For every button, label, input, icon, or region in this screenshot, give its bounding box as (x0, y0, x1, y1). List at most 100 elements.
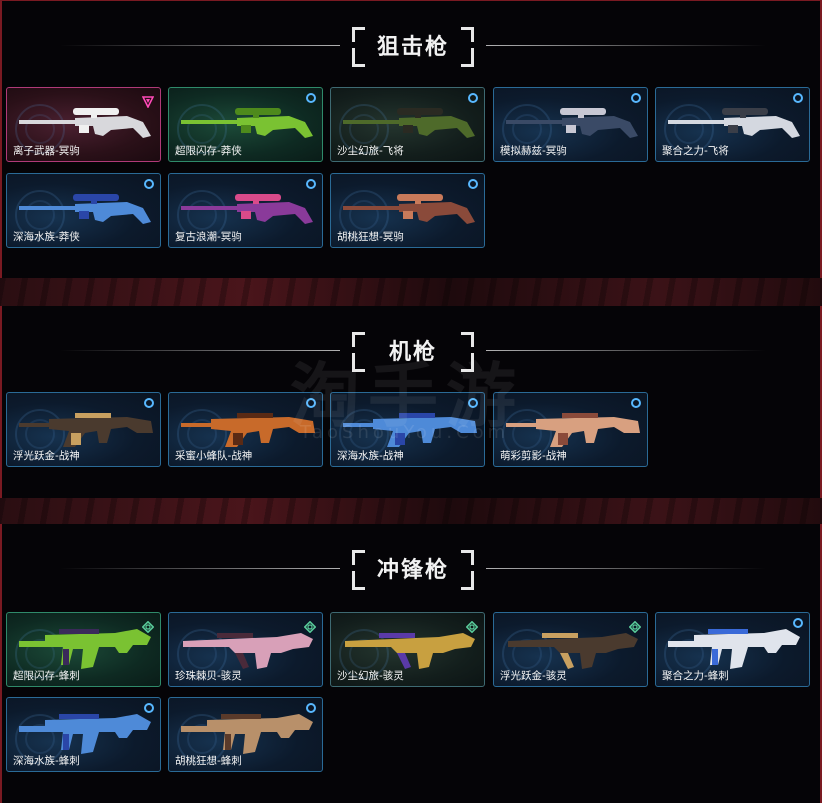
weapon-sniper-icon (668, 108, 800, 138)
circle-badge-icon (144, 179, 154, 189)
weapon-skin-name: 胡桃狂想-冥驹 (337, 231, 404, 243)
circle-badge-icon (793, 618, 803, 628)
weapon-smg2-icon (508, 633, 638, 669)
swirl-decoration-icon (177, 104, 227, 154)
weapon-skin-name: 离子武器-冥驹 (13, 145, 80, 157)
weapon-skin-card[interactable]: 聚合之力-飞将 (655, 87, 810, 162)
weapon-skin-card[interactable]: 采蜜小蜂队-战神 (168, 392, 323, 467)
circle-badge-icon (631, 398, 641, 408)
bracket-left-icon (351, 27, 365, 67)
weapon-skin-card[interactable]: 深海水族-蜂刺 (6, 697, 161, 772)
weapon-skin-card[interactable]: 萌彩剪影-战神 (493, 392, 648, 467)
weapon-sniper-icon (19, 108, 151, 138)
weapon-skin-card[interactable]: 胡桃狂想-蜂刺 (168, 697, 323, 772)
weapon-skin-name: 萌彩剪影-战神 (500, 450, 567, 462)
circle-badge-icon (144, 398, 154, 408)
weapon-skin-name: 复古浪潮-冥驹 (175, 231, 242, 243)
swirl-decoration-icon (177, 190, 227, 240)
weapon-skin-card[interactable]: 聚合之力-蜂刺 (655, 612, 810, 687)
circle-badge-icon (306, 398, 316, 408)
circle-badge-icon (306, 93, 316, 103)
bracket-right-icon (461, 332, 475, 372)
circle-badge-icon (468, 93, 478, 103)
weapon-sniper-icon (506, 108, 638, 138)
swirl-decoration-icon (502, 629, 552, 679)
weapon-mg-icon (181, 413, 315, 447)
weapon-smg2-icon (183, 633, 313, 669)
bracket-right-icon (461, 550, 475, 590)
weapon-skin-card[interactable]: 浮光跃金-骇灵 (493, 612, 648, 687)
weapon-mg-icon (506, 413, 640, 447)
section-title: 狙击枪 (376, 34, 449, 60)
weapon-skin-name: 深海水族-莽侠 (13, 231, 80, 243)
weapon-sniper-icon (181, 108, 313, 138)
circle-badge-icon (306, 179, 316, 189)
circle-badge-icon (306, 703, 316, 713)
circle-badge-icon (144, 703, 154, 713)
circle-badge-icon (793, 93, 803, 103)
section-title: 机枪 (388, 339, 437, 365)
weapon-skin-card[interactable]: 离子武器-冥驹 (6, 87, 161, 162)
weapon-skin-name: 模拟赫兹-冥驹 (500, 145, 567, 157)
section-header: 冲锋枪 (2, 548, 822, 590)
circle-badge-icon (468, 179, 478, 189)
weapon-skin-card[interactable]: 模拟赫兹-冥驹 (493, 87, 648, 162)
bracket-left-icon (351, 550, 365, 590)
circle-badge-icon (631, 93, 641, 103)
weapon-skin-name: 聚合之力-蜂刺 (662, 670, 729, 682)
weapon-skin-name: 深海水族-蜂刺 (13, 755, 80, 767)
weapon-sniper-icon (343, 108, 475, 138)
swirl-decoration-icon (15, 104, 65, 154)
weapon-skin-name: 采蜜小蜂队-战神 (175, 450, 253, 462)
weapon-skin-name: 深海水族-战神 (337, 450, 404, 462)
weapon-mg-icon (343, 413, 477, 447)
weapon-skin-name: 珍珠棘贝-骇灵 (175, 670, 242, 682)
weapon-skin-card[interactable]: 深海水族-战神 (330, 392, 485, 467)
weapon-smg-icon (19, 629, 151, 669)
bracket-left-icon (351, 332, 365, 372)
weapon-skin-card[interactable]: 沙尘幻旅-骇灵 (330, 612, 485, 687)
swirl-decoration-icon (502, 409, 552, 459)
diamond-badge-icon (628, 618, 642, 634)
swirl-decoration-icon (339, 190, 389, 240)
weapon-smg-icon (181, 714, 313, 754)
swirl-decoration-icon (339, 104, 389, 154)
weapon-skin-card[interactable]: 浮光跃金-战神 (6, 392, 161, 467)
swirl-decoration-icon (15, 409, 65, 459)
weapon-skin-card[interactable]: 超限闪存-蜂刺 (6, 612, 161, 687)
weapon-smg-icon (19, 714, 151, 754)
weapon-skin-card[interactable]: 珍珠棘贝-骇灵 (168, 612, 323, 687)
bracket-right-icon (461, 27, 475, 67)
weapon-skin-name: 胡桃狂想-蜂刺 (175, 755, 242, 767)
weapon-skin-name: 沙尘幻旅-骇灵 (337, 670, 404, 682)
diamond-badge-icon (465, 618, 479, 634)
weapon-skin-card[interactable]: 沙尘幻旅-飞将 (330, 87, 485, 162)
weapon-sniper-icon (343, 194, 475, 224)
weapon-mg-icon (19, 413, 153, 447)
swirl-decoration-icon (339, 629, 389, 679)
weapon-skin-name: 超限闪存-莽侠 (175, 145, 242, 157)
circle-badge-icon (468, 398, 478, 408)
swirl-decoration-icon (339, 409, 389, 459)
weapon-skin-name: 沙尘幻旅-飞将 (337, 145, 404, 157)
weapon-skin-name: 浮光跃金-骇灵 (500, 670, 567, 682)
weapon-sniper-icon (19, 194, 151, 224)
weapon-smg2-icon (345, 633, 475, 669)
weapon-skin-name: 超限闪存-蜂刺 (13, 670, 80, 682)
weapon-skin-card[interactable]: 超限闪存-莽侠 (168, 87, 323, 162)
swirl-decoration-icon (664, 104, 714, 154)
swirl-decoration-icon (502, 104, 552, 154)
weapon-smg-icon (668, 629, 800, 669)
weapon-skin-card[interactable]: 深海水族-莽侠 (6, 173, 161, 248)
section-header: 狙击枪 (2, 25, 822, 67)
weapon-sniper-icon (181, 194, 313, 224)
swirl-decoration-icon (15, 190, 65, 240)
weapon-skin-card[interactable]: 复古浪潮-冥驹 (168, 173, 323, 248)
triangle-badge-icon (141, 93, 155, 109)
weapon-skin-card[interactable]: 胡桃狂想-冥驹 (330, 173, 485, 248)
swirl-decoration-icon (177, 409, 227, 459)
swirl-decoration-icon (177, 629, 227, 679)
weapon-skin-name: 浮光跃金-战神 (13, 450, 80, 462)
diamond-badge-icon (303, 618, 317, 634)
section-header: 机枪 (2, 330, 822, 372)
